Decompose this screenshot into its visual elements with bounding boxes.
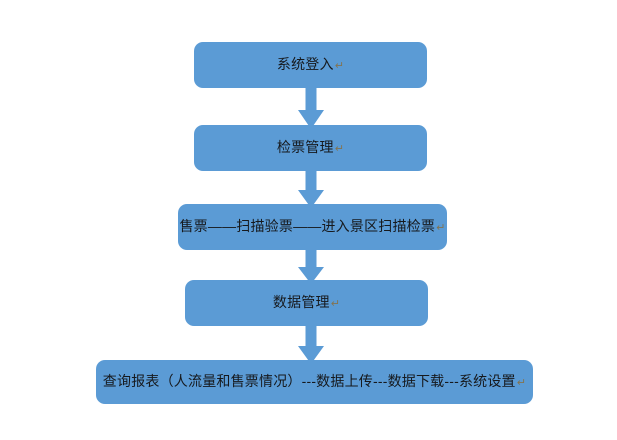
flow-node-label: 系统登入↵: [276, 56, 345, 73]
flow-node-label: 售票——扫描验票——进入景区扫描检票↵: [179, 218, 446, 235]
paragraph-mark-icon: ↵: [516, 377, 527, 390]
flow-node-ticketing-scan-flow[interactable]: 售票——扫描验票——进入景区扫描检票↵: [178, 204, 447, 250]
flow-node-reports-and-system-settings[interactable]: 查询报表（人流量和售票情况）---数据上传---数据下载---系统设置↵: [96, 360, 533, 404]
arrow-down-icon-data-management-to-reports: [298, 322, 324, 364]
flow-node-label: 检票管理↵: [276, 139, 345, 156]
paragraph-mark-icon: ↵: [330, 298, 341, 311]
flow-node-ticket-check-management[interactable]: 检票管理↵: [194, 125, 427, 171]
flow-node-system-login[interactable]: 系统登入↵: [194, 42, 427, 88]
arrow-down-icon-ticketing-flow-to-data-management: [298, 246, 324, 284]
paragraph-mark-icon: ↵: [334, 60, 345, 73]
flow-node-label: 查询报表（人流量和售票情况）---数据上传---数据下载---系统设置↵: [102, 373, 527, 390]
arrow-down-icon-ticket-check-to-ticketing-flow: [298, 167, 324, 208]
paragraph-mark-icon: ↵: [334, 143, 345, 156]
flow-node-label: 数据管理↵: [272, 294, 341, 311]
arrow-down-icon-login-to-ticket-check: [298, 84, 324, 129]
paragraph-mark-icon: ↵: [436, 222, 446, 235]
flow-node-data-management[interactable]: 数据管理↵: [185, 280, 428, 326]
